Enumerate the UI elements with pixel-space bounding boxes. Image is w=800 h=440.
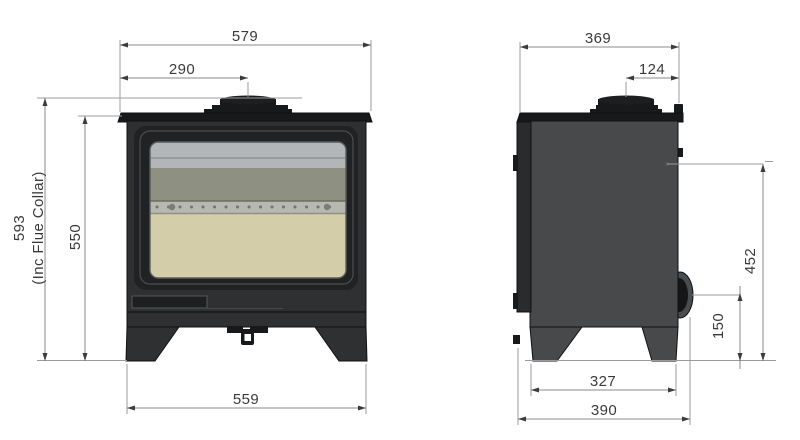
dim-side-flue-offset: 124 xyxy=(639,61,665,78)
dim-side-foot-span: 327 xyxy=(590,373,616,390)
window-frame-edge xyxy=(149,141,347,279)
side-front-leg xyxy=(529,326,583,362)
dim-side-rear-flue-height: 452 xyxy=(742,248,759,274)
arrow xyxy=(120,42,128,48)
dim-front-height-inc-flue: 593 xyxy=(11,215,28,241)
dimensions-front: 579 290 593 (Inc Flue Collar) 550 559 xyxy=(11,28,372,414)
front-window-glass xyxy=(150,142,346,278)
rear-bracket-lug xyxy=(678,148,683,157)
arrow xyxy=(531,387,539,393)
front-right-leg xyxy=(314,326,368,362)
side-door-edge xyxy=(516,121,532,313)
arrow xyxy=(240,75,248,81)
arrow xyxy=(671,75,679,81)
front-base-hook xyxy=(513,335,520,344)
dim-front-height-note: (Inc Flue Collar) xyxy=(30,171,47,285)
door-edge-highlight xyxy=(139,130,354,285)
dim-front-base-width: 559 xyxy=(233,391,259,408)
arrow xyxy=(42,98,48,106)
arrow xyxy=(668,387,676,393)
side-rear-leg xyxy=(641,326,679,362)
front-base-handle xyxy=(227,326,268,345)
arrow xyxy=(127,405,135,411)
arrow xyxy=(42,353,48,361)
hinge-upper xyxy=(513,155,518,171)
dim-side-overall-depth: 369 xyxy=(585,30,611,47)
handle-plate-right xyxy=(250,326,268,333)
arrow xyxy=(82,116,88,124)
side-flue-pipe-top xyxy=(598,95,654,105)
arrow xyxy=(737,293,743,301)
glass-lower-band xyxy=(150,213,346,278)
arrow xyxy=(520,44,528,50)
side-body xyxy=(529,120,679,328)
arrow xyxy=(760,164,766,172)
strip-bolt-left xyxy=(168,203,176,211)
dimensions-side: 369 124 452 150 327 390 xyxy=(517,30,776,425)
side-view xyxy=(513,95,694,362)
arrow xyxy=(518,416,526,422)
side-flue-flange-upper xyxy=(596,105,658,110)
dim-front-flue-offset: 290 xyxy=(169,61,195,78)
arrow xyxy=(358,405,366,411)
front-view xyxy=(117,95,373,362)
arrow xyxy=(626,75,634,81)
dim-side-rear-outlet-height: 150 xyxy=(710,313,727,339)
arrow xyxy=(682,416,690,422)
dim-front-body-height: 550 xyxy=(67,224,84,250)
dim-front-overall-width: 579 xyxy=(232,28,258,45)
arrow xyxy=(760,353,766,361)
arrow xyxy=(120,75,128,81)
glass-mid-band xyxy=(150,168,346,201)
handle-plate-left xyxy=(227,326,243,333)
arrow xyxy=(671,44,679,50)
hinge-lower xyxy=(513,293,518,309)
front-vent-slot xyxy=(131,295,208,309)
arrow xyxy=(82,353,88,361)
dim-side-base-depth: 390 xyxy=(591,402,617,419)
glass-top-band xyxy=(150,142,346,168)
flue-flange-upper xyxy=(212,105,288,110)
arrow xyxy=(737,353,743,361)
arrow xyxy=(363,42,371,48)
front-left-leg xyxy=(125,326,180,362)
handle-loop-opening xyxy=(244,334,251,341)
strip-bolt-right xyxy=(323,203,331,211)
